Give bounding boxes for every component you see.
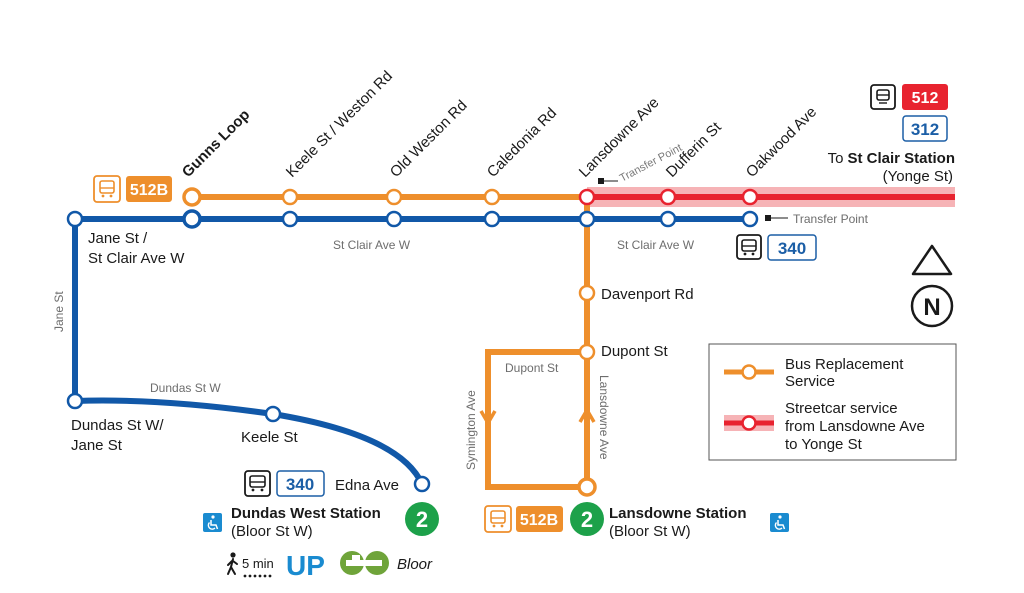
- bus-icon: [93, 175, 121, 203]
- label-dupont: Dupont St: [601, 343, 669, 360]
- walking-person-icon: [227, 552, 238, 575]
- label-lansdowne-station: Lansdowne Station: [609, 505, 747, 522]
- subway-line-2-label: 2: [416, 507, 428, 532]
- label-dundas-west-sub: (Bloor St W): [231, 523, 313, 540]
- up-express-logo: UP: [286, 550, 325, 581]
- label-caledonia: Caledonia Rd: [484, 105, 560, 181]
- destination-sub: (Yonge St): [883, 168, 953, 185]
- label-old-weston: Old Weston Rd: [387, 97, 471, 181]
- label-keele-weston: Keele St / Weston Rd: [283, 68, 396, 181]
- stop-dupont: [578, 343, 596, 361]
- go-transit-logo: [340, 551, 389, 575]
- route-512-label: 512: [912, 90, 939, 107]
- route-340-badge: [767, 234, 817, 261]
- label-keele-st: Keele St: [241, 429, 299, 446]
- stop-keele-st: [264, 405, 282, 423]
- destination-prefix: To: [828, 150, 844, 167]
- label-davenport: Davenport Rd: [601, 286, 694, 303]
- stop-caledonia: [483, 188, 501, 206]
- transfer-point-label-right: Transfer Point: [793, 212, 869, 226]
- stop-oakwood: [741, 188, 759, 206]
- subway-line-2-label-2: 2: [581, 507, 593, 532]
- label-jane-stclair-1: Jane St /: [88, 230, 148, 247]
- legend-streetcar-stop: [741, 415, 757, 431]
- street-symington: Symington Ave: [464, 390, 478, 470]
- route-512b-label: 512B: [130, 182, 168, 199]
- route-312-badge: [902, 115, 948, 142]
- stop-caledonia-blue: [483, 210, 501, 228]
- streetcar-icon: [870, 84, 896, 110]
- route-340-badge-2: [276, 470, 325, 497]
- street-stclair-1: St Clair Ave W: [333, 238, 411, 252]
- street-stclair-2: St Clair Ave W: [617, 238, 695, 252]
- bus-icon: [484, 505, 512, 533]
- stop-davenport: [578, 284, 596, 302]
- legend-streetcar-1: Streetcar service: [785, 400, 898, 417]
- bus-icon: [244, 470, 271, 497]
- stop-dufferin: [659, 188, 677, 206]
- street-lansdowne: Lansdowne Ave: [597, 375, 611, 460]
- stop-lansdowne-station: [577, 477, 597, 497]
- route-512-badge: [902, 84, 948, 110]
- label-lansdowne-sub: (Bloor St W): [609, 523, 691, 540]
- label-edna: Edna Ave: [335, 477, 399, 494]
- bus-icon: [736, 234, 762, 260]
- street-dupont: Dupont St: [505, 361, 559, 375]
- legend-bus-2: Service: [785, 373, 835, 390]
- street-dundas: Dundas St W: [150, 381, 221, 395]
- legend-box: [708, 343, 957, 461]
- destination-station: St Clair Station: [847, 150, 955, 167]
- label-jane-stclair-2: St Clair Ave W: [88, 250, 185, 267]
- stop-dufferin-blue: [659, 210, 677, 228]
- northbound-arrow-icon: [578, 406, 596, 423]
- stop-old-weston: [385, 188, 403, 206]
- bloor-go-label: Bloor: [397, 556, 433, 573]
- route-512b-badge: [126, 176, 172, 202]
- stop-lansdowne-ave: [578, 188, 596, 206]
- transfer-point-marker: [598, 178, 604, 184]
- label-oakwood: Oakwood Ave: [743, 104, 820, 181]
- label-dundas-west-station: Dundas West Station: [231, 505, 381, 522]
- stop-gunns-loop: [182, 187, 202, 207]
- transfer-point-marker-2: [765, 215, 771, 221]
- label-gunns-loop: Gunns Loop: [179, 106, 253, 180]
- walk-time-label: 5 min: [242, 556, 274, 571]
- stop-keele-weston-blue: [281, 210, 299, 228]
- route-340-label: 340: [778, 239, 806, 258]
- north-label: N: [923, 294, 940, 321]
- stop-oakwood-blue: [741, 210, 759, 228]
- stop-keele-weston: [281, 188, 299, 206]
- stop-edna: [413, 475, 431, 493]
- accessible-icon: [203, 513, 222, 532]
- route-312-label: 312: [911, 120, 939, 139]
- subway-line-2-badge: [405, 502, 439, 536]
- route-340-label-2: 340: [286, 475, 314, 494]
- stop-lansdowne-blue: [578, 210, 596, 228]
- subway-line-2-badge-2: [570, 502, 604, 536]
- legend-streetcar-3: to Yonge St: [785, 436, 863, 453]
- southbound-arrow-icon: [479, 410, 497, 427]
- bus-replacement-loop: [485, 349, 587, 490]
- north-arrow-icon: [910, 244, 954, 328]
- stop-dundas-jane: [66, 392, 84, 410]
- route-512b-label-2: 512B: [520, 512, 558, 529]
- route-512b-badge-2: [516, 506, 563, 532]
- legend-bus-1: Bus Replacement: [785, 356, 904, 373]
- stop-gunns-loop-blue: [182, 209, 202, 229]
- stop-old-weston-blue: [385, 210, 403, 228]
- stop-jane-stclair: [66, 210, 84, 228]
- legend-bus-stop: [741, 364, 757, 380]
- legend-streetcar-2: from Lansdowne Ave: [785, 418, 925, 435]
- accessible-icon: [770, 513, 789, 532]
- label-dundas-jane-2: Jane St: [71, 437, 123, 454]
- street-jane: Jane St: [52, 291, 66, 332]
- label-dundas-jane-1: Dundas St W/: [71, 417, 164, 434]
- walk-dots: [243, 574, 272, 578]
